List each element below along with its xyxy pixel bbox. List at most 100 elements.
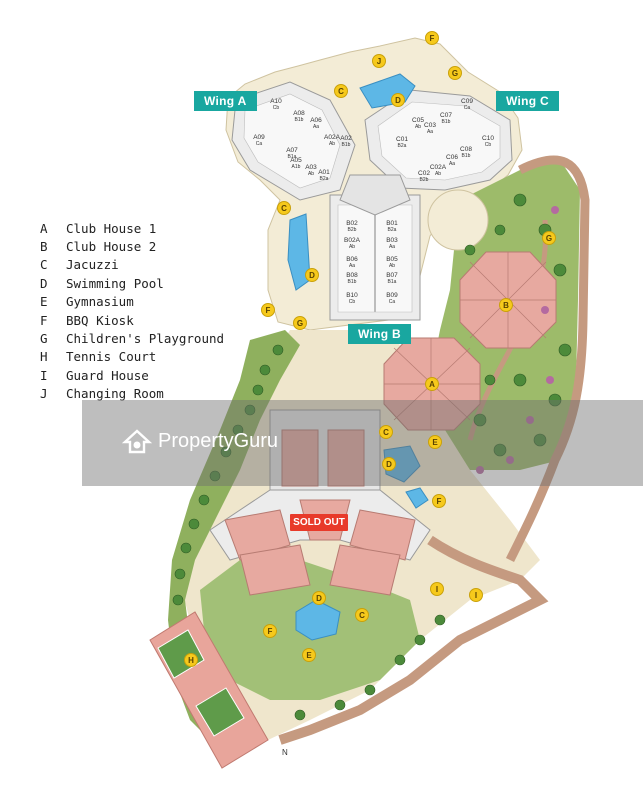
unit-number: A06 [310,117,322,124]
unit-type: B1a [287,154,297,160]
unit-number: A03 [305,164,317,171]
unit-number: B06 [346,256,358,263]
unit-type: Aa [388,244,396,250]
facility-marker-a: A [425,377,439,391]
unit-number: C07 [440,112,452,119]
facility-marker-d: D [391,93,405,107]
garden-path [505,155,590,563]
unit-number: C02A [429,164,447,171]
wing-a-building [231,81,356,201]
facility-marker-f: F [263,624,277,638]
unit-number: C03 [424,122,436,129]
unit-number: B08 [346,272,358,279]
legend-item: G Children's Playground [40,329,230,347]
unit-type: Cb [348,299,356,305]
legend-key: G [40,331,48,347]
facility-marker-d: D [305,268,319,282]
tree-canopies [172,193,572,721]
wing-a-tag: Wing A [194,91,257,111]
facility-marker-c: C [355,608,369,622]
unit-type: B2b [419,177,429,183]
facility-marker-c: C [277,201,291,215]
wing-c-tag: Wing C [496,91,560,111]
unit-type: Ab [414,124,422,130]
legend-label: Changing Room [66,386,164,402]
unit-type: Aa [312,124,320,130]
unit-number: B07 [386,272,398,279]
unit-number: C08 [460,146,472,153]
unit-number: C02 [418,170,430,177]
legend-label: Jacuzzi [66,257,119,273]
unit-number: B10 [346,292,358,299]
legend-item: C Jacuzzi [40,256,230,274]
legend-key: C [40,257,48,273]
unit-number: B09 [386,292,398,299]
unit-type: B2a [387,227,397,233]
north-arrow-label: N [282,748,288,757]
unit-number: B02 [346,220,358,227]
unit-type: Ca [255,141,263,147]
unit-number: C10 [482,135,494,142]
unit-type: Ab [388,263,396,269]
legend-item: F BBQ Kiosk [40,311,230,329]
unit-number: C09 [461,98,473,105]
unit-type: Cb [484,142,492,148]
unit-number: B03 [386,237,398,244]
propertyguru-watermark: PropertyGuru [122,428,278,454]
legend-key: F [40,312,48,328]
legend-key: H [40,349,48,365]
legend-label: Children's Playground [66,331,225,347]
facility-marker-j: J [372,54,386,68]
facility-marker-h: H [184,653,198,667]
facility-marker-i: I [469,588,483,602]
lower-driveway [278,535,549,745]
facility-marker-e: E [428,435,442,449]
unit-type: Aa [448,161,456,167]
facility-marker-f: F [432,494,446,508]
unit-type: Ab [348,244,356,250]
unit-type: Ab [328,141,336,147]
unit-number: A10 [270,98,282,105]
unit-number: B05 [386,256,398,263]
legend-key: I [40,367,48,383]
facility-marker-e: E [302,648,316,662]
unit-type: Ab [307,171,315,177]
unit-type: B2a [319,176,329,182]
flowering-trees [476,206,559,474]
left-pool [287,213,311,291]
legend-label: Club House 1 [66,220,157,236]
unit-number: A01 [318,169,330,176]
wing-b-tag: Wing B [348,324,412,344]
facility-marker-c: C [379,425,393,439]
unit-type: Cb [272,105,280,111]
legend-key: E [40,294,48,310]
legend-label: BBQ Kiosk [66,312,134,328]
facility-marker-g: G [448,66,462,80]
left-garden-strip [168,330,300,740]
unit-type: Ca [388,299,396,305]
